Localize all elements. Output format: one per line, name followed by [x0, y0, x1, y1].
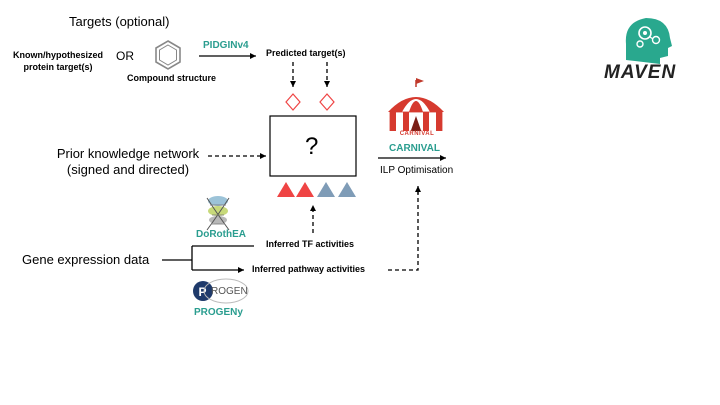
maven-head-icon	[625, 18, 672, 64]
known-targets-line2: protein target(s)	[23, 62, 93, 72]
network-unknown-symbol: ?	[305, 133, 319, 160]
carnival-logo-text: CARNIVAL	[399, 131, 435, 137]
target-diamond-1	[285, 93, 301, 111]
carnival-tent-icon	[388, 78, 444, 139]
pathway-to-carnival-arrow	[388, 192, 419, 271]
tf-triangle-blue-2	[338, 182, 356, 197]
pkn-label-line2: (signed and directed)	[66, 162, 190, 177]
svg-text:P: P	[199, 285, 207, 299]
network-box	[269, 115, 357, 177]
progeny-label: PROGENy	[194, 307, 243, 318]
compound-structure-label: Compound structure	[127, 73, 216, 83]
tf-triangle-blue-1	[317, 182, 335, 197]
predicted-targets-label: Predicted target(s)	[266, 48, 346, 58]
tf-triangle-red-2	[296, 182, 314, 197]
targets-heading: Targets (optional)	[69, 14, 170, 29]
tf-activities-label: Inferred TF activities	[266, 239, 355, 249]
known-targets-line1: Known/hypothesized	[13, 50, 103, 60]
known-targets-label: Known/hypothesized protein target(s)	[4, 49, 112, 73]
tf-triangle-red-1	[277, 182, 295, 197]
pidgin-label: PIDGINv4	[203, 40, 249, 51]
dorothea-label: DoRothEA	[196, 229, 246, 240]
expression-branch	[162, 245, 254, 270]
or-label: OR	[116, 49, 134, 63]
carnival-name: CARNIVAL	[389, 143, 440, 154]
target-diamond-2	[319, 93, 335, 111]
benzene-icon	[155, 40, 181, 70]
maven-logo-text: MAVEN	[604, 62, 677, 83]
progeny-logo-icon: P	[193, 278, 249, 304]
progeny-logo-text: ROGEN	[211, 286, 248, 297]
gene-expression-label: Gene expression data	[22, 252, 150, 267]
carnival-subtitle: ILP Optimisation	[380, 165, 454, 176]
pathway-activities-label: Inferred pathway activities	[252, 264, 366, 274]
dorothea-logo-icon	[206, 196, 230, 231]
pkn-label: Prior knowledge network (signed and dire…	[40, 146, 216, 178]
pkn-label-line1: Prior knowledge network	[56, 146, 200, 161]
